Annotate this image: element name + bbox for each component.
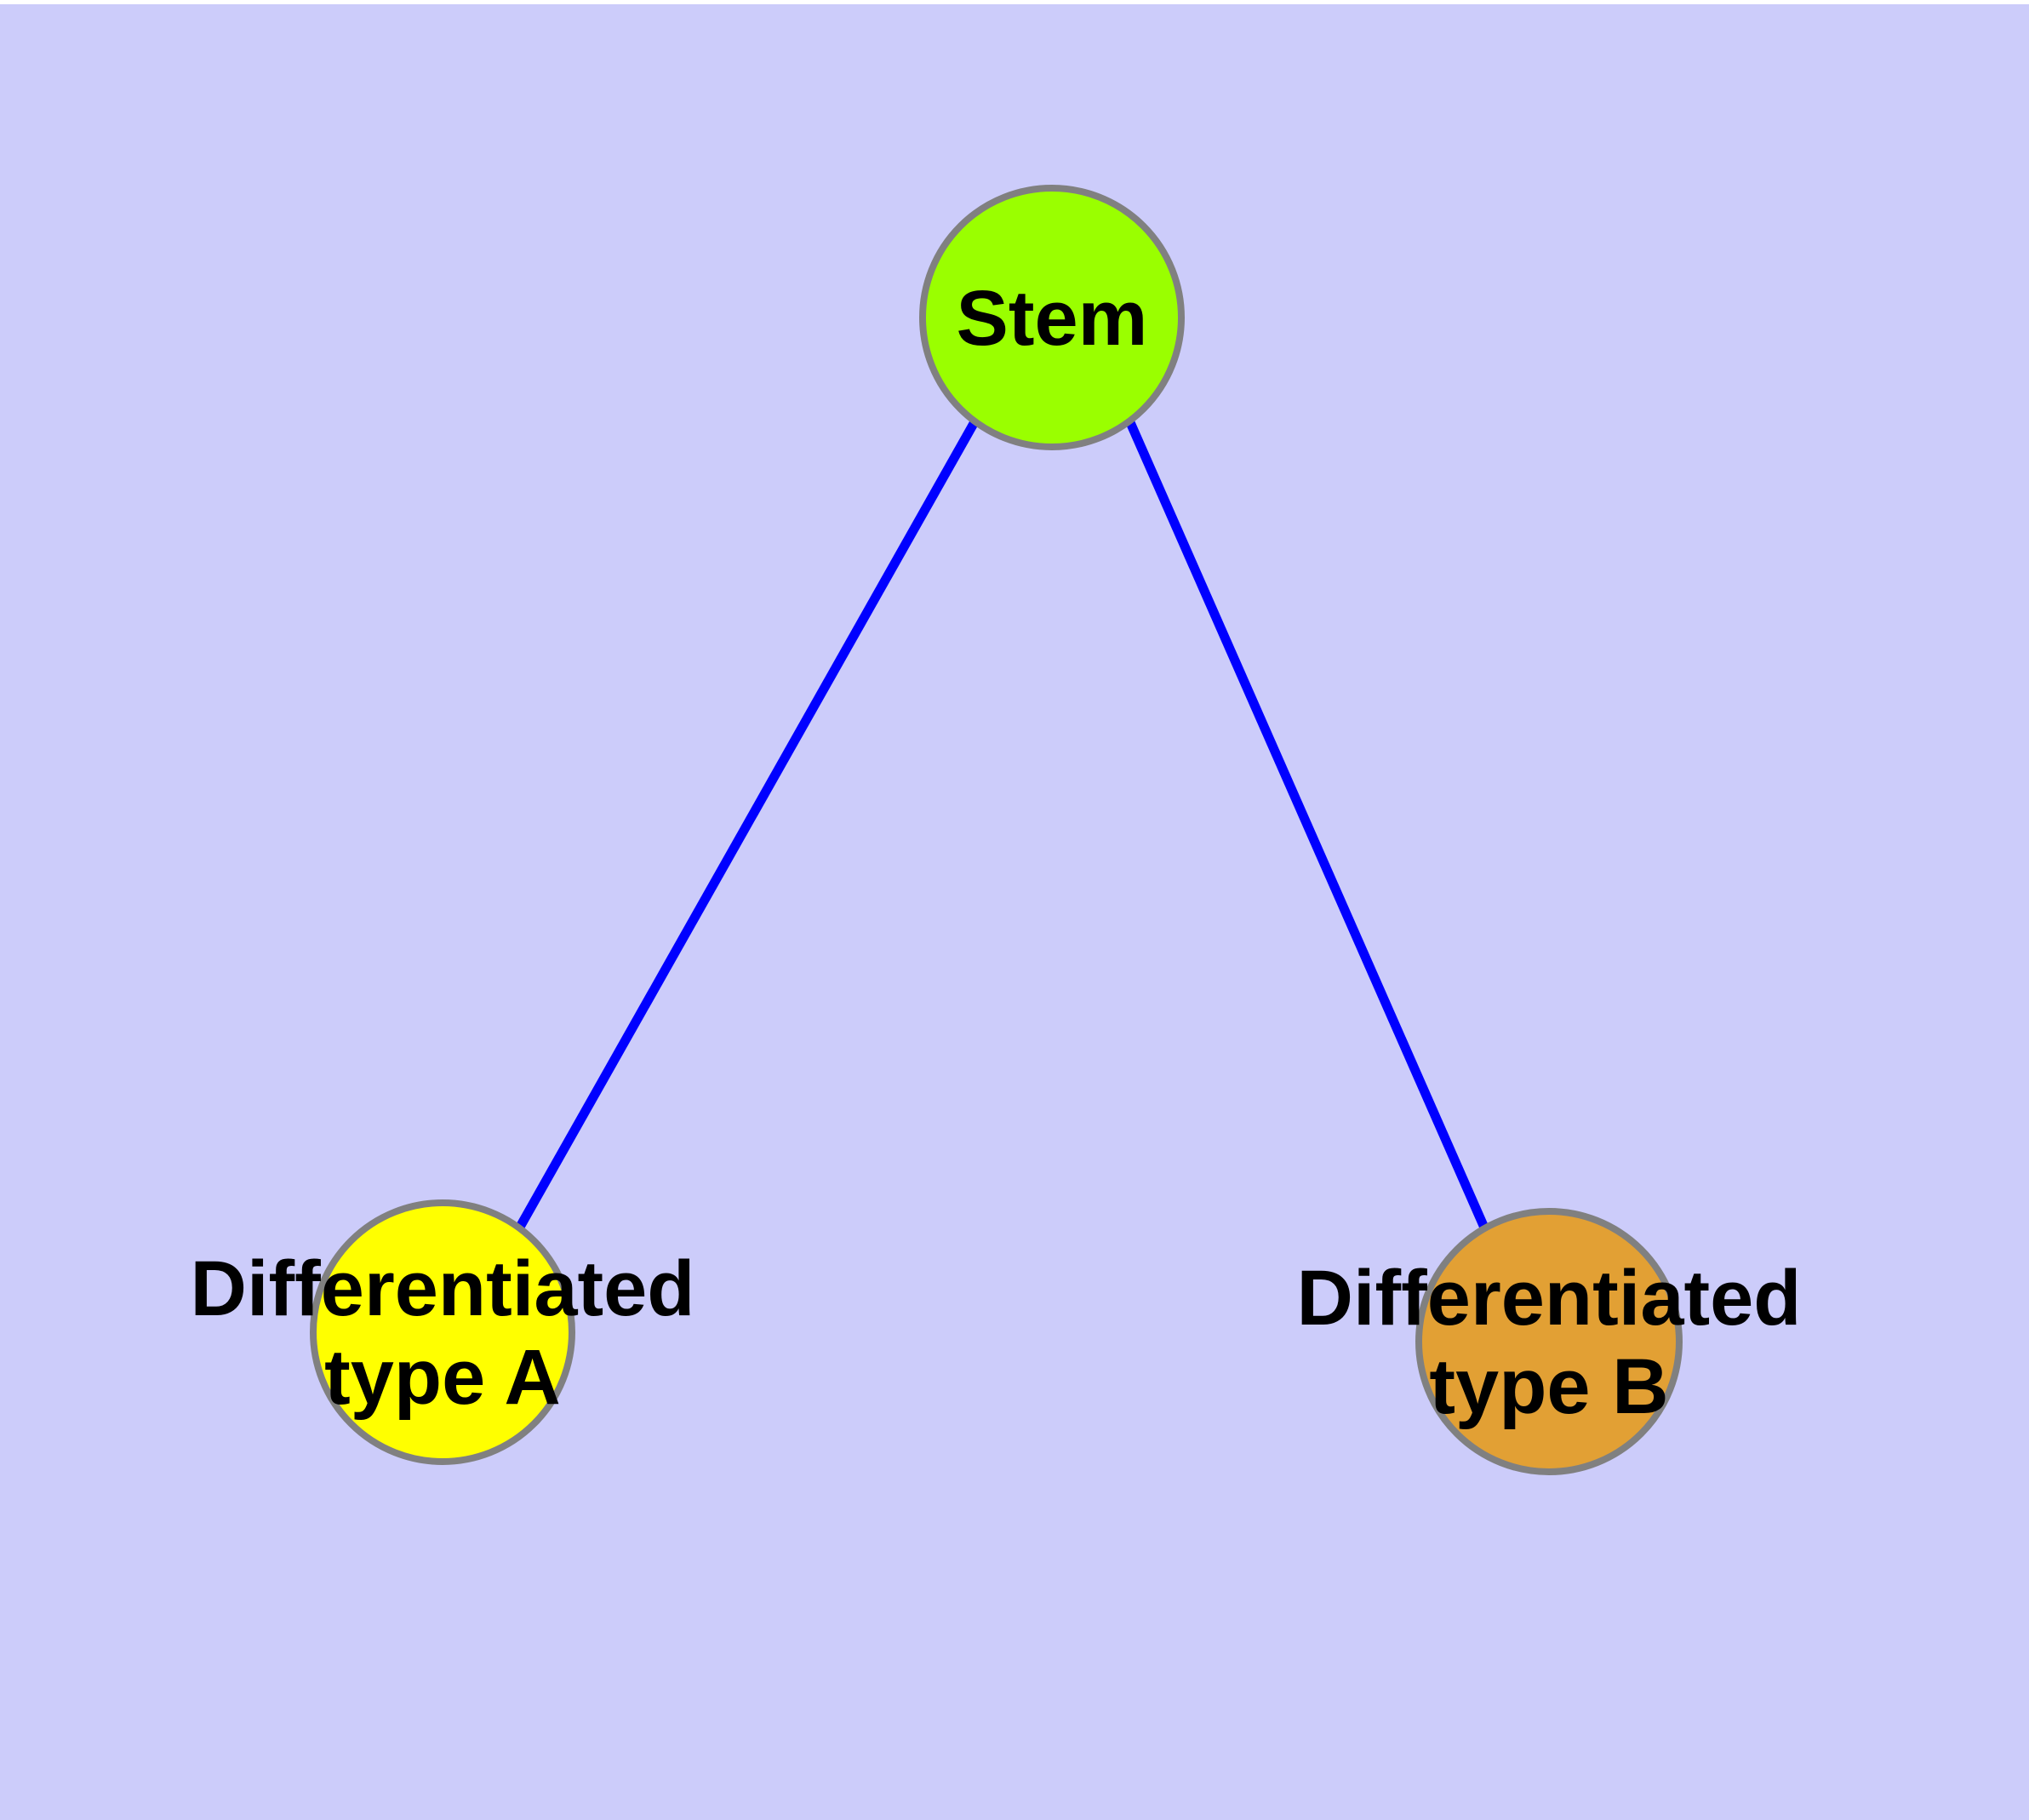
edge-layer bbox=[515, 418, 1489, 1231]
node-stem[interactable] bbox=[919, 185, 1185, 450]
node-diff_b[interactable] bbox=[1415, 1208, 1683, 1475]
node-label-stem-line1: Stem bbox=[957, 275, 1148, 362]
edge-stem-diff_a[interactable] bbox=[515, 418, 980, 1231]
node-label-diff_b-line1: Differentiated bbox=[1297, 1255, 1802, 1342]
node-diff_a[interactable] bbox=[310, 1199, 575, 1465]
node-label-diff_a-line2: type A bbox=[324, 1334, 561, 1421]
node-label-diff_b-line2: type B bbox=[1429, 1343, 1668, 1430]
node-label-diff_a-line1: Differentiated bbox=[191, 1245, 695, 1332]
node-layer bbox=[310, 185, 1683, 1475]
edge-stem-diff_b[interactable] bbox=[1124, 418, 1489, 1230]
top-margin-strip bbox=[0, 0, 2029, 4]
